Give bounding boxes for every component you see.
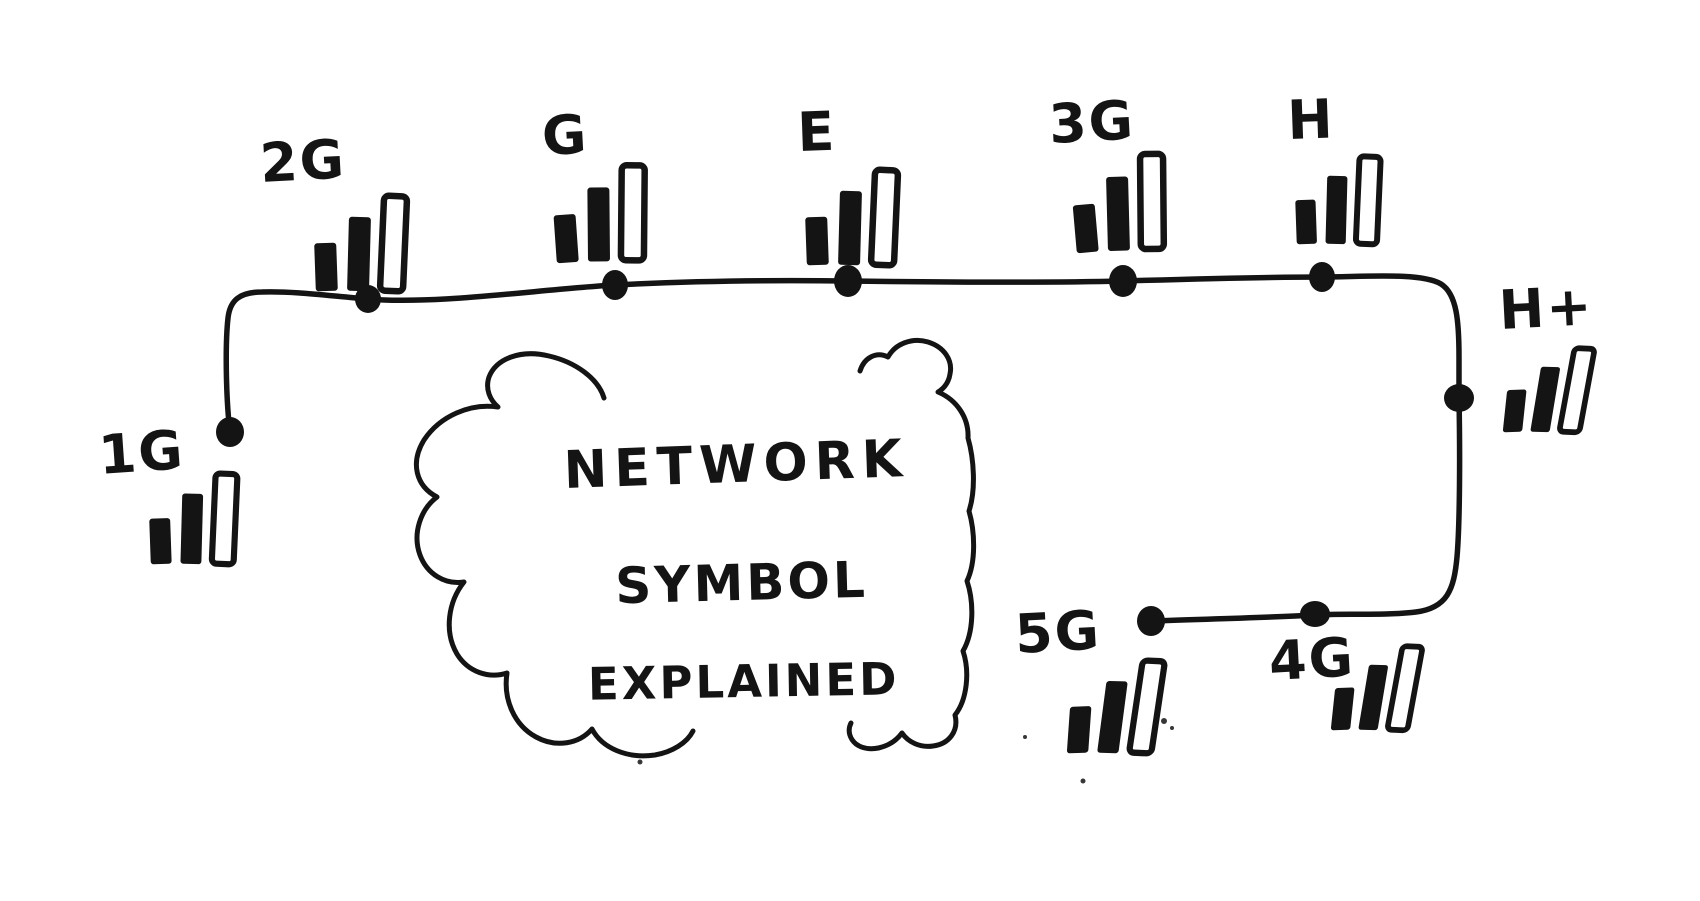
cloud-title-line-1: NETWORK <box>563 429 910 501</box>
ink-speck <box>1080 778 1086 784</box>
timeline-dot-1g <box>216 417 244 447</box>
node-e-label: E <box>796 100 837 164</box>
timeline-dot-h <box>1309 262 1335 292</box>
node-g-label: G <box>540 103 590 168</box>
timeline-dot-g <box>602 270 628 300</box>
timeline-dot-4g <box>1300 601 1330 627</box>
node-hplus: H+ <box>1497 274 1595 432</box>
cloud-outline-right <box>846 337 977 752</box>
node-5g: 5G <box>1013 599 1165 754</box>
node-1g-label: 1G <box>97 418 187 487</box>
signal-bars-icon <box>1295 156 1380 244</box>
cloud-title-line-2: SYMBOL <box>615 551 869 616</box>
title-cloud: NETWORK SYMBOL EXPLAINED <box>413 337 977 759</box>
node-3g-label: 3G <box>1047 89 1136 156</box>
signal-bars-icon <box>149 473 237 564</box>
timeline-path <box>223 273 1463 624</box>
signal-bars-icon <box>1065 660 1165 753</box>
ink-specks <box>637 718 1174 784</box>
signal-bars-icon <box>1501 348 1595 432</box>
node-e: E <box>796 100 898 266</box>
cloud-outline-left <box>413 351 696 759</box>
timeline-dots <box>216 262 1474 636</box>
timeline-dot-e <box>834 265 862 297</box>
node-1g: 1G <box>97 418 238 564</box>
timeline-dot-5g <box>1137 606 1165 636</box>
node-2g-label: 2G <box>258 128 347 195</box>
timeline-dot-3g <box>1109 265 1137 297</box>
node-h: H <box>1286 87 1380 244</box>
ink-speck <box>1023 735 1027 739</box>
timeline-dot-2g <box>355 285 381 313</box>
signal-bars-icon <box>552 164 648 263</box>
node-3g: 3G <box>1047 89 1168 254</box>
ink-speck <box>637 759 643 765</box>
node-g: G <box>540 103 648 264</box>
timeline-dot-hplus <box>1444 384 1474 412</box>
node-4g: 4G <box>1267 626 1422 731</box>
node-h-label: H <box>1286 87 1335 152</box>
ink-speck <box>1161 718 1167 724</box>
node-5g-label: 5G <box>1013 599 1102 666</box>
signal-bars-icon <box>1070 153 1168 254</box>
signal-bars-icon <box>805 170 898 266</box>
cloud-title-line-3: EXPLAINED <box>588 652 900 710</box>
signal-bars-icon <box>314 196 407 292</box>
ink-speck <box>1170 726 1174 730</box>
node-hplus-label: H+ <box>1497 274 1595 342</box>
node-2g: 2G <box>258 128 407 292</box>
node-4g-label: 4G <box>1267 626 1356 693</box>
